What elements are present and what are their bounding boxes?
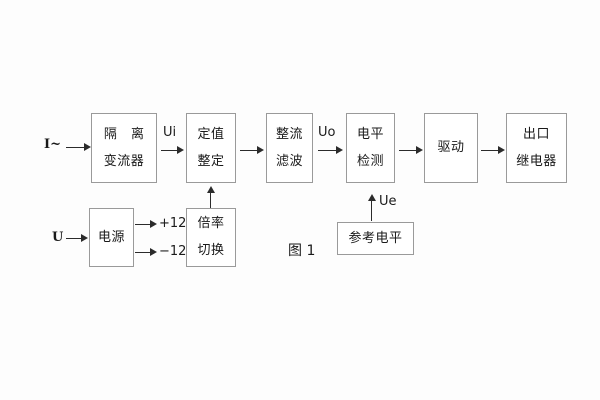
block-power-supply[interactable]: 电源 xyxy=(89,208,134,267)
connector-uo-line xyxy=(318,150,336,151)
block-output-relay-line1: 出口 xyxy=(522,126,550,142)
connector-driver-to-relay-line xyxy=(481,150,499,151)
block-ratio-switch-line1: 倍率 xyxy=(197,216,225,232)
arrowhead-uo xyxy=(336,146,343,154)
connector-reference-to-level-line xyxy=(371,200,372,221)
arrowhead-current-input xyxy=(84,143,91,151)
block-isolation-transformer[interactable]: 隔 离 变流器 xyxy=(91,113,157,183)
block-ratio-switch[interactable]: 倍率 切换 xyxy=(186,208,236,267)
signal-label-uo: Uo xyxy=(318,125,336,140)
arrowhead-reference-to-level xyxy=(368,194,376,201)
block-ratio-switch-line2: 切换 xyxy=(197,243,225,258)
connector-setting-to-rectify-line xyxy=(240,150,258,151)
connector-voltage-input-line xyxy=(66,238,82,239)
block-driver[interactable]: 驱动 xyxy=(424,113,478,183)
connector-level-to-driver-line xyxy=(399,150,417,151)
signal-label-ui: Ui xyxy=(163,125,177,140)
block-driver-line1: 驱动 xyxy=(437,140,465,156)
block-level-detection-line1: 电平 xyxy=(356,126,384,142)
arrowhead-driver-to-relay xyxy=(498,146,505,154)
block-rectify-filter[interactable]: 整流 滤波 xyxy=(266,113,313,183)
connector-negative-rail-line xyxy=(135,252,151,253)
block-setting-value-line2: 整定 xyxy=(197,153,225,169)
arrowhead-level-to-driver xyxy=(416,146,423,154)
block-output-relay-line2: 继电器 xyxy=(516,153,557,169)
connector-ui-line xyxy=(161,150,178,151)
arrowhead-ratio-to-setting xyxy=(207,186,215,193)
block-rectify-filter-line1: 整流 xyxy=(275,126,303,142)
arrowhead-voltage-input xyxy=(81,234,88,242)
block-reference-level-line1: 参考电平 xyxy=(348,230,403,246)
connector-positive-rail-line xyxy=(135,224,151,225)
current-input-label: I~ xyxy=(44,137,61,152)
figure-caption: 图 1 xyxy=(288,243,316,259)
block-rectify-filter-line2: 滤波 xyxy=(275,153,303,169)
block-level-detection[interactable]: 电平 检测 xyxy=(346,113,395,183)
connector-current-input-line xyxy=(66,147,84,148)
block-setting-value[interactable]: 定值 整定 xyxy=(186,113,236,183)
arrowhead-setting-to-rectify xyxy=(257,146,264,154)
arrowhead-negative-rail xyxy=(150,248,157,256)
block-isolation-transformer-line2: 变流器 xyxy=(103,153,145,169)
signal-label-ue: Ue xyxy=(379,194,397,209)
arrowhead-positive-rail xyxy=(150,220,157,228)
arrowhead-ui xyxy=(177,146,184,154)
block-output-relay[interactable]: 出口 继电器 xyxy=(506,113,567,183)
block-setting-value-line1: 定值 xyxy=(197,126,225,142)
block-reference-level[interactable]: 参考电平 xyxy=(337,222,414,255)
block-isolation-transformer-line1: 隔 离 xyxy=(103,126,150,142)
block-level-detection-line2: 检测 xyxy=(356,153,384,169)
connector-ratio-to-setting-line xyxy=(210,192,211,208)
voltage-input-label: U xyxy=(52,230,64,245)
block-power-supply-line1: 电源 xyxy=(97,229,125,245)
